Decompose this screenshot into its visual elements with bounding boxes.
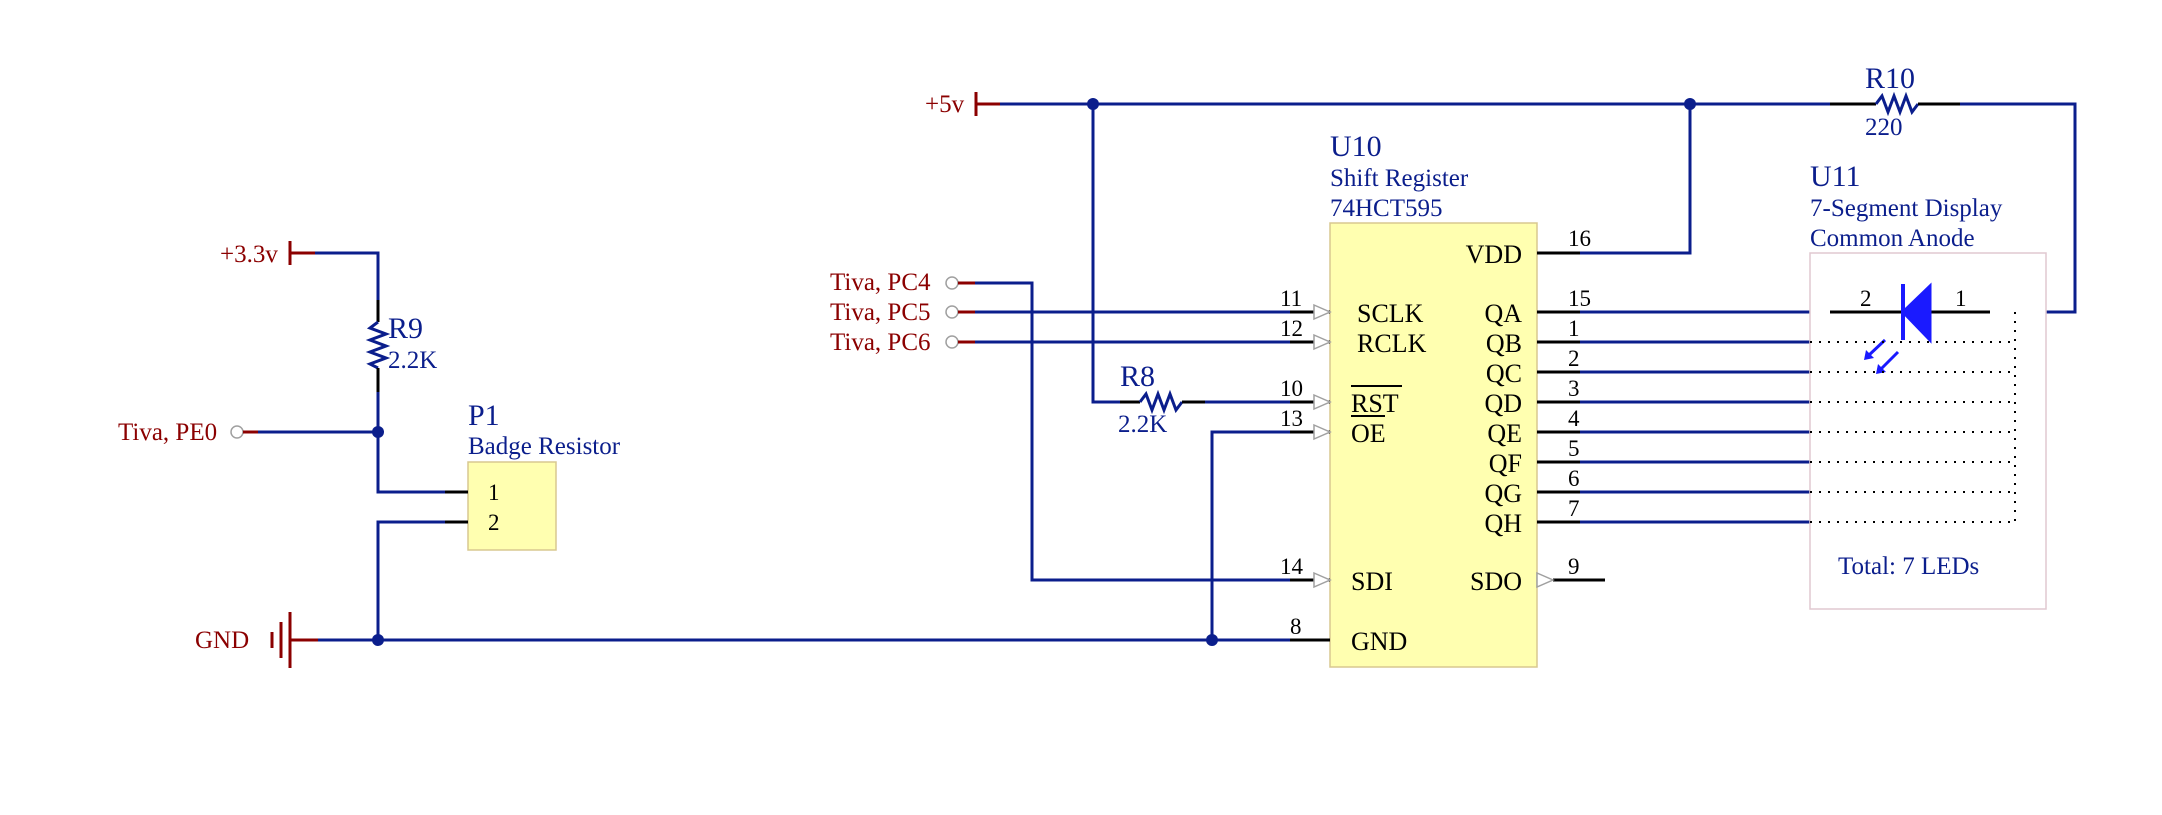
port-pc5[interactable]: Tiva, PC5 xyxy=(830,299,975,326)
u10-pin-num-rclk: 12 xyxy=(1280,316,1303,341)
r8-ref: R8 xyxy=(1120,360,1155,393)
u10-pin-num-vdd: 16 xyxy=(1568,226,1591,251)
u10-pin-num-rst: 10 xyxy=(1280,376,1303,401)
port-pc4-label: Tiva, PC4 xyxy=(830,269,931,296)
u10-pin-rst: RST xyxy=(1351,389,1399,418)
p1-pin1: 1 xyxy=(488,480,500,505)
p1-name: Badge Resistor xyxy=(468,433,621,460)
u10-pin-rclk: RCLK xyxy=(1357,329,1427,358)
port-pe0-label: Tiva, PE0 xyxy=(118,419,217,446)
u10-pin-qc: QC xyxy=(1486,359,1522,388)
u10-pin-num-qg: 6 xyxy=(1568,466,1580,491)
u10-pin-qa: QA xyxy=(1484,299,1522,328)
u10-pin-num-qd: 3 xyxy=(1568,376,1580,401)
r8-value: 2.2K xyxy=(1118,411,1167,438)
u10-pin-num-qa: 15 xyxy=(1568,286,1591,311)
u10-pin-num-sdo: 9 xyxy=(1568,554,1580,579)
r10-ref: R10 xyxy=(1865,62,1915,95)
u10-pin-num-qh: 7 xyxy=(1568,496,1580,521)
power-5v-label: +5v xyxy=(925,91,965,118)
u10-shift-register: U10 Shift Register 74HCT595 11 12 10 13 … xyxy=(1280,130,1605,668)
r9-ref: R9 xyxy=(388,312,423,345)
u10-pin-qf: QF xyxy=(1489,449,1522,478)
p1-connector: P1 Badge Resistor 1 2 xyxy=(445,399,621,551)
u10-pin-qb: QB xyxy=(1486,329,1522,358)
u10-name: Shift Register xyxy=(1330,165,1469,192)
u10-part: 74HCT595 xyxy=(1330,195,1443,222)
r10-resistor: R10 220 xyxy=(1830,62,1960,141)
power-3v3-label: +3.3v xyxy=(220,241,278,268)
output-wires xyxy=(1580,310,1830,524)
u10-pin-num-qe: 4 xyxy=(1568,406,1580,431)
u10-body xyxy=(1329,222,1538,668)
r9-resistor: R9 2.2K xyxy=(365,312,437,374)
u10-pin-qg: QG xyxy=(1484,479,1522,508)
u11-seven-segment: U11 7-Segment Display Common Anode 2 1 T… xyxy=(1809,160,2047,610)
u10-pin-num-qf: 5 xyxy=(1568,436,1580,461)
power-5v-symbol: +5v xyxy=(925,91,1000,118)
port-pc4[interactable]: Tiva, PC4 xyxy=(830,269,975,296)
u10-pin-num-sdi: 14 xyxy=(1280,554,1304,579)
port-pe0[interactable]: Tiva, PE0 xyxy=(118,419,258,446)
port-pc5-label: Tiva, PC5 xyxy=(830,299,931,326)
wire-p1-pin1 xyxy=(376,432,445,494)
u10-pin-sdo: SDO xyxy=(1470,567,1522,596)
gnd-symbol: GND xyxy=(195,612,318,668)
port-pc6-label: Tiva, PC6 xyxy=(830,329,931,356)
u10-pin-qd: QD xyxy=(1484,389,1522,418)
u10-pin-num-sclk: 11 xyxy=(1280,286,1302,311)
u10-pin-num-qb: 1 xyxy=(1568,316,1580,341)
p1-body xyxy=(467,461,557,551)
p1-pin2: 2 xyxy=(488,510,500,535)
u11-total: Total: 7 LEDs xyxy=(1838,553,1979,580)
u10-pin-qe: QE xyxy=(1487,419,1522,448)
u10-pin-num-gnd: 8 xyxy=(1290,614,1302,639)
junction-gnd-left xyxy=(372,634,384,646)
u10-pin-vdd: VDD xyxy=(1466,240,1522,269)
u11-name: 7-Segment Display xyxy=(1810,195,2003,222)
wire-vdd xyxy=(1580,104,1692,255)
power-3v3-symbol: +3.3v xyxy=(220,241,315,268)
p1-ref: P1 xyxy=(468,399,500,432)
wire-p1-pin2 xyxy=(376,520,445,640)
gnd-label: GND xyxy=(195,627,249,654)
r10-value: 220 xyxy=(1865,114,1903,141)
u11-pin-1: 1 xyxy=(1955,286,1967,311)
wire-3v3-r9 xyxy=(315,251,380,312)
u10-pin-sdi: SDI xyxy=(1351,567,1393,596)
u11-ref: U11 xyxy=(1810,160,1861,193)
u10-pin-num-qc: 2 xyxy=(1568,346,1580,371)
wire-oe-gnd xyxy=(1210,430,1290,640)
wire-pc4-sdi xyxy=(975,281,1290,582)
u10-ref: U10 xyxy=(1330,130,1382,163)
r9-value: 2.2K xyxy=(388,347,437,374)
u11-pin-2: 2 xyxy=(1860,286,1872,311)
u10-pin-qh: QH xyxy=(1484,509,1522,538)
r8-resistor: R8 2.2K xyxy=(1118,360,1205,438)
u10-pin-sclk: SCLK xyxy=(1357,299,1424,328)
u11-type: Common Anode xyxy=(1810,225,1975,252)
wire-5v-r8 xyxy=(1091,104,1120,404)
u10-pin-num-oe: 13 xyxy=(1280,406,1303,431)
u10-pin-gnd: GND xyxy=(1351,627,1407,656)
port-pc6[interactable]: Tiva, PC6 xyxy=(830,329,975,356)
led-icon xyxy=(1864,282,1932,374)
u10-pin-oe: OE xyxy=(1351,419,1386,448)
